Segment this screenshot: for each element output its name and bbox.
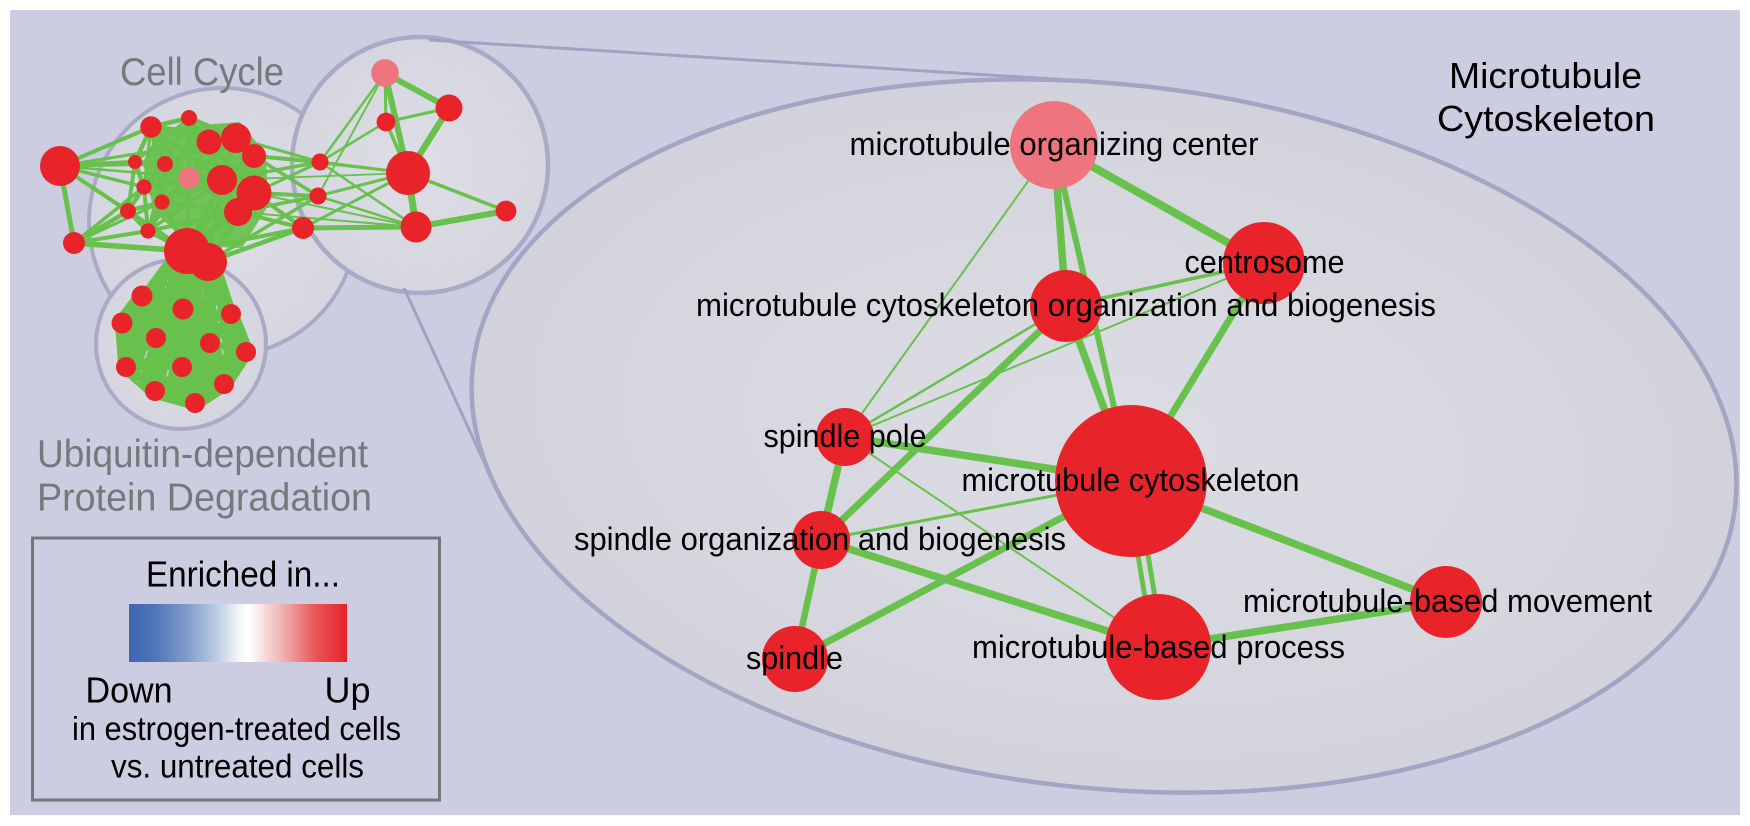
svg-text:vs. untreated cells: vs. untreated cells <box>111 748 364 785</box>
svg-text:Cytoskeleton: Cytoskeleton <box>1437 98 1655 139</box>
svg-text:microtubule cytoskeleton organ: microtubule cytoskeleton organization an… <box>696 287 1436 323</box>
svg-text:microtubule-based movement: microtubule-based movement <box>1243 583 1652 619</box>
svg-text:Cell Cycle: Cell Cycle <box>120 51 284 94</box>
svg-text:Enriched in...: Enriched in... <box>146 554 340 595</box>
svg-text:in estrogen-treated cells: in estrogen-treated cells <box>72 710 401 747</box>
svg-text:microtubule cytoskeleton: microtubule cytoskeleton <box>962 462 1300 498</box>
svg-text:spindle pole: spindle pole <box>764 418 927 454</box>
svg-text:Protein Degradation: Protein Degradation <box>37 477 372 520</box>
svg-text:Up: Up <box>325 670 371 711</box>
svg-text:Down: Down <box>86 670 173 711</box>
svg-text:spindle organization and bioge: spindle organization and biogenesis <box>574 521 1066 557</box>
svg-text:Ubiquitin-dependent: Ubiquitin-dependent <box>37 433 368 476</box>
svg-text:microtubule-based process: microtubule-based process <box>972 629 1345 665</box>
svg-text:microtubule organizing center: microtubule organizing center <box>850 126 1259 162</box>
svg-text:spindle: spindle <box>746 640 843 676</box>
svg-text:Microtubule: Microtubule <box>1449 55 1642 96</box>
svg-text:centrosome: centrosome <box>1185 244 1345 280</box>
